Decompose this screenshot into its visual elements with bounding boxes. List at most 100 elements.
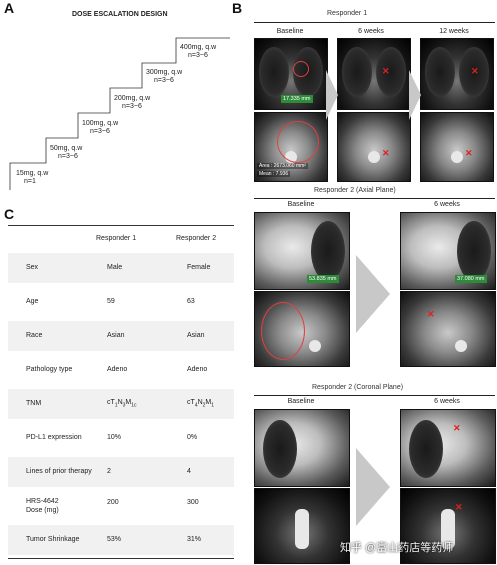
table-row: Lines of prior therapy 2 4 <box>8 457 234 487</box>
row-label-age: Age <box>26 298 39 305</box>
step-6-dose: 400mg, q.w <box>180 44 217 51</box>
step-4: 200mg, q.w n=3~6 <box>114 95 150 111</box>
row-age-r1: 59 <box>107 298 115 305</box>
row-race-r2: Asian <box>187 332 205 339</box>
lesion-marker-icon: ✕ <box>382 148 390 158</box>
row-pdl1-r1: 10% <box>107 434 122 441</box>
table-row: Sex Male Female <box>8 253 234 283</box>
table-top-rule <box>8 225 234 226</box>
row-pathology-r1: Adeno <box>107 366 128 373</box>
step-3-n: n=3~6 <box>90 128 110 135</box>
lesion-marker-icon: ✕ <box>453 423 461 433</box>
row-pathology-r2: Adeno <box>187 366 208 373</box>
lesion-marker-icon: ✕ <box>455 502 463 512</box>
r1-12w-lung-ct: ✕ <box>420 38 494 110</box>
row-label-tnm: TNM <box>26 400 42 407</box>
responder-2-axial-rule <box>254 198 495 199</box>
responder-1-title: Responder 1 <box>327 10 368 17</box>
step-6: 400mg, q.w n=3~6 <box>180 44 216 60</box>
r1-mean-text: Mean : 7.936 <box>257 171 291 177</box>
r2c-col-baseline: Baseline <box>287 398 315 405</box>
panel-a-letter: A <box>4 0 15 16</box>
table-row: Pathology type Adeno Adeno <box>8 355 234 385</box>
row-lines-r1: 2 <box>107 468 111 475</box>
r2c-6w-coronal-ct: ✕ <box>400 409 496 487</box>
row-label-race: Race <box>26 332 43 339</box>
step-6-n: n=3~6 <box>188 52 208 59</box>
step-1-n: n=1 <box>24 178 36 185</box>
dose-staircase <box>9 37 230 190</box>
watermark-text: 知乎 @富山药店等药师 <box>340 542 454 554</box>
r1-chevron-arrow-2-icon <box>409 70 421 120</box>
table-row: Tumor Shrinkage 53% 31% <box>8 525 234 555</box>
step-4-n: n=3~6 <box>122 103 142 110</box>
r2a-6w-mediastinal-ct: ✕ <box>400 291 496 367</box>
lesion-marker-icon: ✕ <box>465 148 473 158</box>
row-label-sex: Sex <box>26 264 39 271</box>
row-race-r1: Asian <box>107 332 125 339</box>
r1-col-baseline: Baseline <box>276 28 304 35</box>
row-tnm-r1: cT1N3M1c <box>107 399 137 409</box>
header-responder-1: Responder 1 <box>96 235 137 242</box>
r2c-col-6weeks: 6 weeks <box>434 398 460 405</box>
r2a-baseline-lung-ct: 53.835 mm <box>254 212 350 290</box>
responder-2-coronal-rule <box>254 395 495 396</box>
r1-6w-mediastinal-ct: ✕ <box>337 112 411 182</box>
step-2: 50mg, q.w n=3~6 <box>50 145 82 161</box>
r2a-col-6weeks: 6 weeks <box>434 201 460 208</box>
r1-col-6weeks: 6 weeks <box>358 28 384 35</box>
r2c-chevron-arrow-icon <box>356 448 390 526</box>
panel-b-letter: B <box>232 0 243 16</box>
row-dose-r2: 300 <box>187 499 199 506</box>
header-responder-2: Responder 2 <box>176 235 217 242</box>
r1-baseline-mediastinal-ct: Area : 2673.060 mm² Mean : 7.936 <box>254 112 328 182</box>
r2a-6w-lung-ct: 37.080 mm <box>400 212 496 290</box>
dose-escalation-title: DOSE ESCALATION DESIGN <box>72 11 168 18</box>
table-row: Age 59 63 <box>8 287 234 317</box>
lesion-marker-icon: ✕ <box>471 66 479 76</box>
lesion-marker-icon: ✕ <box>427 309 435 319</box>
table-header-row: Responder 1 Responder 2 <box>8 235 234 247</box>
table-row: Race Asian Asian <box>8 321 234 351</box>
row-tnm-r2: cT4N2M1 <box>187 399 215 409</box>
step-1-dose: 15mg, q.w <box>16 170 49 177</box>
r1-6w-lung-ct: ✕ <box>337 38 411 110</box>
table-row: PD-L1 expression 10% 0% <box>8 423 234 453</box>
step-3: 100mg, q.w n=3~6 <box>82 120 118 136</box>
r1-chevron-arrow-1-icon <box>326 70 338 120</box>
step-5-dose: 300mg, q.w <box>146 69 183 76</box>
responder-2-axial-title: Responder 2 (Axial Plane) <box>314 187 396 194</box>
r2a-baseline-measure: 53.835 mm <box>307 275 339 283</box>
r1-baseline-measure: 17.335 mm <box>281 95 313 103</box>
step-5-n: n=3~6 <box>154 77 174 84</box>
r1-area-text: Area : 2673.060 mm² <box>257 163 308 169</box>
r2a-6w-measure: 37.080 mm <box>455 275 487 283</box>
r2c-6w-coronal-mediastinal-ct: ✕ <box>400 488 496 564</box>
step-5: 300mg, q.w n=3~6 <box>146 69 182 85</box>
r1-col-12weeks: 12 weeks <box>439 28 469 35</box>
row-sex-r2: Female <box>187 264 211 271</box>
r1-baseline-lung-ct: 17.335 mm <box>254 38 328 110</box>
row-shrinkage-r1: 53% <box>107 536 122 543</box>
r2a-col-baseline: Baseline <box>287 201 315 208</box>
row-label-pdl1: PD-L1 expression <box>26 434 82 441</box>
row-pdl1-r2: 0% <box>187 434 198 441</box>
r2c-baseline-coronal-mediastinal-ct <box>254 488 350 564</box>
lesion-marker-icon: ✕ <box>382 66 390 76</box>
row-age-r2: 63 <box>187 298 195 305</box>
step-2-n: n=3~6 <box>58 153 78 160</box>
responder-1-rule <box>254 22 495 23</box>
step-4-dose: 200mg, q.w <box>114 95 151 102</box>
r1-12w-mediastinal-ct: ✕ <box>420 112 494 182</box>
table-row: TNM cT1N3M1c cT4N2M1 <box>8 389 234 419</box>
row-lines-r2: 4 <box>187 468 191 475</box>
row-label-pathology: Pathology type <box>26 366 73 373</box>
r2a-baseline-mediastinal-ct <box>254 291 350 367</box>
responder-2-coronal-title: Responder 2 (Coronal Plane) <box>312 384 404 391</box>
step-3-dose: 100mg, q.w <box>82 120 119 127</box>
step-1: 15mg, q.w n=1 <box>16 170 48 186</box>
row-label-shrinkage: Tumor Shrinkage <box>26 536 80 543</box>
row-label-lines: Lines of prior therapy <box>26 468 92 475</box>
